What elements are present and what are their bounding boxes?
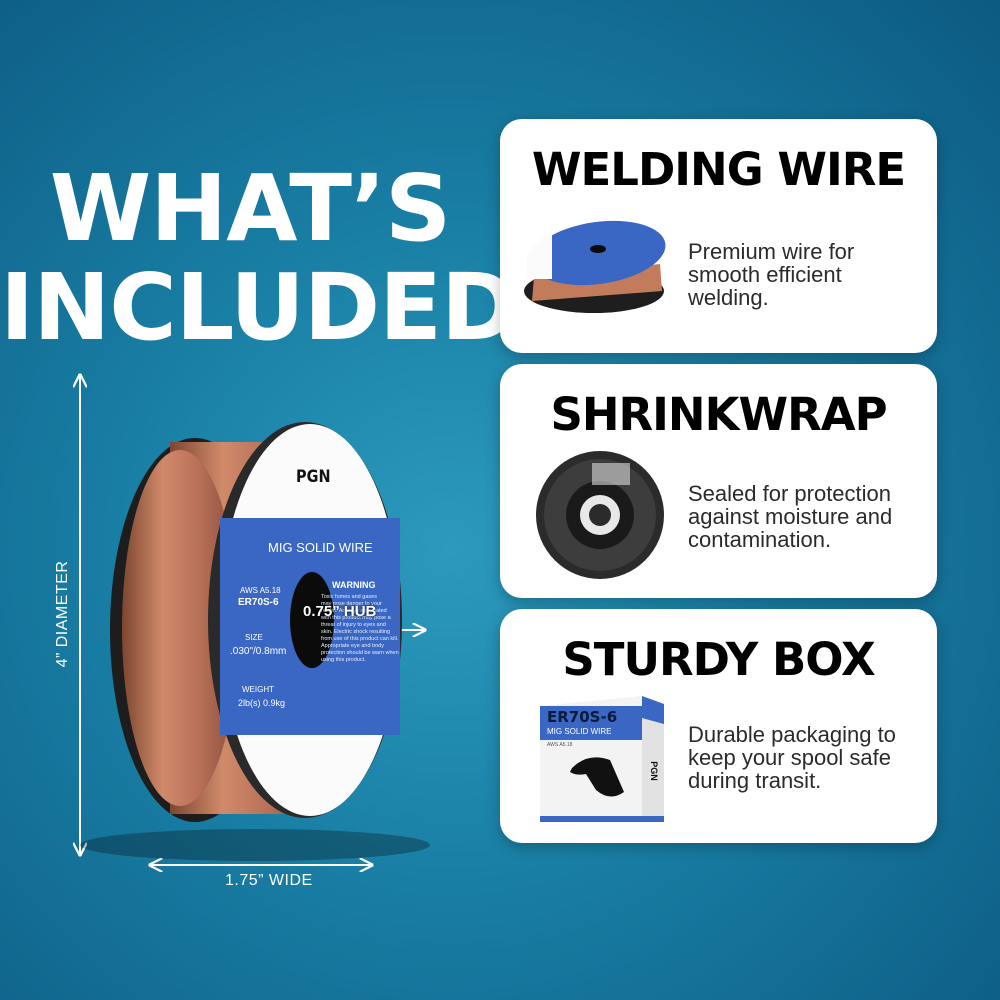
spool-aws: AWS A5.18 [240,586,281,595]
warning-line: protection should be warn when [321,650,399,656]
warning-line: health. Arc rays associated [321,608,387,614]
card-welding-wire: WELDING WIRE Premium wire for smooth eff… [500,119,937,353]
desc-line: contamination. [688,527,832,552]
card-title: SHRINKWRAP [550,388,887,441]
warning-line: Appropriate eye and body [321,643,384,649]
desc-line: during transit. [688,768,822,793]
wire-spool-image [100,420,420,845]
width-label: 1.75” WIDE [225,872,313,889]
box-grade: ER70S-6 [547,708,618,726]
diameter-label: 4” DIAMETER [54,560,71,668]
shrinkwrap-spool-image [536,451,664,579]
desc-line: Sealed for protection [688,481,892,506]
warning-line: Toxic fumes and gases [321,594,377,600]
box-product: MIG SOLID WIRE [547,727,612,736]
desc-line: Premium wire for [688,239,855,264]
card-title: STURDY BOX [562,633,875,686]
spool-size-label: SIZE [245,633,263,642]
card-description: Sealed for protection against moisture a… [688,482,917,551]
spool-warning-title: WARNING [332,580,376,590]
headline-line-1: WHAT’S [49,155,452,262]
card-description: Durable packaging to keep your spool saf… [688,723,917,792]
card-title: WELDING WIRE [531,143,906,196]
card-description: Premium wire for smooth efficient weldin… [688,240,917,309]
desc-line: welding. [688,285,769,310]
box-aws: AWS A5.18 [547,742,573,748]
box-image: ER70S-6 MIG SOLID WIRE AWS A5.18 PGN [540,694,665,824]
spool-size-value: .030"/0.8mm [230,646,287,657]
spool-product: MIG SOLID WIRE [268,540,373,555]
warning-line: from use of this product can kill. [321,636,399,642]
hub-label: 0.75” HUB [303,603,377,620]
card-shrinkwrap: SHRINKWRAP Sealed for protection against… [500,364,937,598]
box-brand: PGN [648,761,659,781]
spool-weight-label: WEIGHT [242,685,274,694]
desc-line: keep your spool safe [688,745,892,770]
warning-line: skin. Electric shock resulting [321,629,391,635]
spool-brand: PGN [296,467,331,487]
spool-weight-value: 2lb(s) 0.9kg [238,698,286,708]
warning-line: using this product. [321,657,366,663]
desc-line: against moisture and [688,504,893,529]
welding-wire-image [524,220,666,313]
warning-line: threat of injury to eyes and [321,622,386,628]
warning-line: may pose danger to your [321,601,382,607]
warning-line: with this product may pose a [321,615,391,621]
desc-line: smooth efficient [688,262,842,287]
headline-line-2: INCLUDED [0,254,517,361]
spool-grade: ER70S-6 [238,597,279,608]
card-sturdy-box: STURDY BOX ER70S-6 MIG SOLID WIRE AWS A5… [500,609,937,843]
desc-line: Durable packaging to [688,722,896,747]
